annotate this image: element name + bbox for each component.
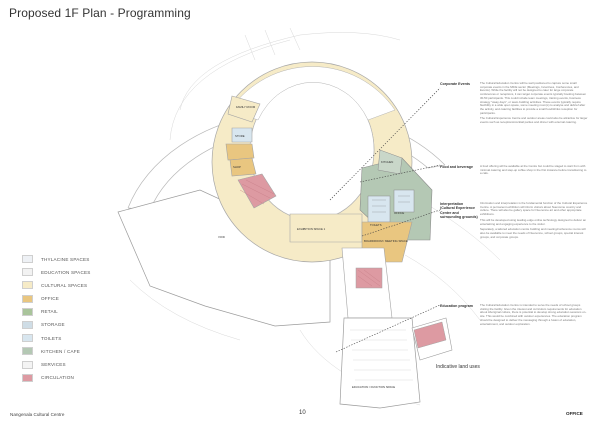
legend-label: KITCHEN / CAFE xyxy=(41,348,81,354)
room-label-toilets: TOILETS xyxy=(370,223,382,227)
callout-lines xyxy=(329,87,441,353)
note-body: The Cultural Education Centre is intende… xyxy=(480,303,588,328)
legend-label: OFFICE xyxy=(41,296,60,302)
legend-swatch xyxy=(22,307,33,316)
footer-logo-text: OFFICE xyxy=(566,411,583,416)
legend-item: TOILETS xyxy=(22,332,90,344)
note-body: The Cultural Education Centre will be we… xyxy=(480,81,588,127)
legend-item: RETAIL xyxy=(22,306,90,318)
room-label-store: STORE xyxy=(235,134,245,138)
legend-item: KITCHEN / CAFE xyxy=(22,345,90,357)
room-label-shop: SHOP xyxy=(233,165,241,169)
legend-swatch xyxy=(22,294,33,303)
room-label-office: OFFICE xyxy=(394,211,404,215)
family-room xyxy=(227,95,261,123)
note-paragraph: The Cultural Education Centre will be we… xyxy=(480,81,587,115)
note-heading: Interpretation (Cultural Experience Cent… xyxy=(440,202,478,220)
indicative-label: Indicative land uses xyxy=(436,364,480,370)
legend-item: THYLACINE SPACES xyxy=(22,253,90,265)
room-label-void: VOID xyxy=(218,235,225,239)
note-paragraph: This will be developed using leading-edg… xyxy=(480,217,587,226)
page-number: 10 xyxy=(299,410,306,416)
store xyxy=(231,127,253,143)
room-label-kitchen: KITCHEN xyxy=(381,160,393,164)
legend-item: OFFICE xyxy=(22,293,90,305)
room-label-exhibition: EXHIBITION SPACE 1 xyxy=(297,227,326,231)
toilet-block-2 xyxy=(393,189,415,213)
circulation-southeast xyxy=(413,321,447,349)
legend-label: CIRCULATION xyxy=(41,375,74,381)
legend-swatch xyxy=(22,268,33,277)
room-label-education: EDUCATION / FUNCTION SPACE xyxy=(352,385,395,389)
legend-swatch xyxy=(22,281,33,290)
legend-item: CULTURAL SPACES xyxy=(22,279,90,291)
legend-swatch xyxy=(22,360,33,369)
note-heading: Education program xyxy=(440,304,473,308)
legend-swatch xyxy=(22,347,33,356)
footer-project-name: Nangenala Cultural Centre xyxy=(10,412,65,417)
legend-label: THYLACINE SPACES xyxy=(41,256,90,262)
legend-label: RETAIL xyxy=(41,309,58,315)
note-paragraph: A food offering will be available at the… xyxy=(480,164,587,176)
legend-label: EDUCATION SPACES xyxy=(41,269,91,275)
legend-item: SERVICES xyxy=(22,359,90,371)
legend-item: CIRCULATION xyxy=(22,372,90,384)
north-terrace xyxy=(229,66,396,121)
legend-swatch xyxy=(22,373,33,382)
note-paragraph: The Cultural Education Centre is intende… xyxy=(480,303,587,326)
page-title: Proposed 1F Plan - Programming xyxy=(9,6,191,20)
legend-swatch xyxy=(22,320,33,329)
room-label-family: FAMILY ROOM xyxy=(236,105,256,109)
legend: THYLACINE SPACES EDUCATION SPACES CULTURAL… xyxy=(22,253,90,385)
legend-item: STORAGE xyxy=(22,319,90,331)
office-west xyxy=(225,143,255,161)
kitchen-service xyxy=(377,149,403,175)
note-body: Information and interpretation is the fu… xyxy=(480,201,588,241)
legend-label: CULTURAL SPACES xyxy=(41,282,88,288)
shop xyxy=(229,157,257,177)
education-wing xyxy=(339,317,421,409)
legend-item: EDUCATION SPACES xyxy=(22,266,90,278)
site-contours xyxy=(129,27,501,406)
note-paragraph: Separately, a tailored education centre … xyxy=(480,227,586,239)
legend-swatch xyxy=(22,334,33,343)
legend-label: SERVICES xyxy=(41,362,66,367)
note-body: A food offering will be available at the… xyxy=(480,164,588,178)
legend-label: STORAGE xyxy=(41,322,65,328)
note-heading: Corporate Events xyxy=(440,82,470,86)
note-heading: Food and beverage xyxy=(440,165,473,169)
legend-label: TOILETS xyxy=(41,335,62,341)
note-paragraph: The Cultural Experience Centre and outdo… xyxy=(480,116,588,125)
circulation-west xyxy=(237,173,277,209)
room-label-boardroom: BOARDROOM / MEETING SPACE xyxy=(364,239,408,243)
note-paragraph: Information and interpretation is the fu… xyxy=(480,201,588,217)
legend-swatch xyxy=(22,255,33,263)
